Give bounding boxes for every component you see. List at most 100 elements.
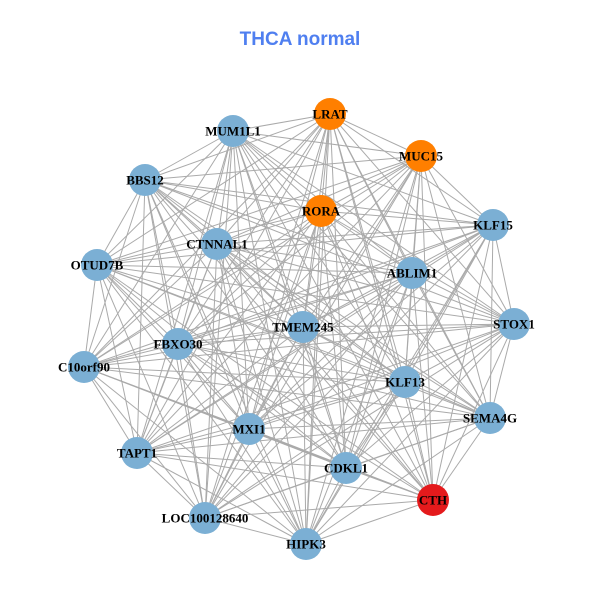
edge-TMEM245-FBXO30	[177, 326, 304, 345]
edge-CTH-LOC100128640	[204, 499, 434, 519]
edge-ABLIM1-MXI1	[248, 272, 413, 430]
node-MUC15[interactable]: MUC15	[399, 140, 444, 172]
edge-MUC15-CTH	[420, 155, 434, 501]
node-circle	[201, 228, 233, 260]
node-circle	[162, 328, 194, 360]
node-circle	[68, 351, 100, 383]
node-circle	[417, 484, 449, 516]
node-RORA[interactable]: RORA	[302, 195, 341, 227]
edge-KLF15-CDKL1	[345, 224, 494, 469]
edge-KLF13-MXI1	[248, 381, 406, 430]
edge-CTNNAL1-TMEM245	[216, 243, 304, 328]
edge-RORA-TAPT1	[136, 210, 322, 454]
node-KLF15[interactable]: KLF15	[473, 209, 513, 241]
node-CTH[interactable]: CTH	[417, 484, 449, 516]
node-label: CDKL1	[324, 461, 368, 476]
edge-CTNNAL1-STOX1	[216, 243, 515, 325]
edge-TAPT1-CTH	[136, 452, 434, 501]
edge-ABLIM1-C10orf90	[83, 272, 413, 368]
node-label: KLF13	[385, 375, 425, 390]
node-LRAT[interactable]: LRAT	[312, 98, 348, 130]
edge-STOX1-KLF13	[404, 323, 515, 383]
edge-MUM1L1-MUC15	[232, 130, 422, 157]
node-ABLIM1[interactable]: ABLIM1	[387, 257, 438, 289]
edge-STOX1-FBXO30	[177, 323, 515, 345]
edge-BBS12-OTUD7B	[96, 179, 146, 266]
edge-TMEM245-CTH	[302, 326, 434, 501]
node-label: MXI1	[232, 422, 265, 437]
edge-KLF15-LOC100128640	[204, 224, 494, 519]
edge-OTUD7B-LOC100128640	[96, 264, 206, 519]
edge-LRAT-CTH	[329, 113, 434, 501]
edge-TMEM245-HIPK3	[302, 326, 307, 545]
edge-SEMA4G-HIPK3	[305, 417, 491, 545]
node-LOC100128640[interactable]: LOC100128640	[162, 502, 249, 534]
edge-RORA-KLF13	[320, 210, 406, 383]
node-CTNNAL1[interactable]: CTNNAL1	[186, 228, 248, 260]
edge-ABLIM1-FBXO30	[177, 272, 413, 345]
node-SEMA4G[interactable]: SEMA4G	[463, 402, 517, 434]
edge-ABLIM1-HIPK3	[305, 272, 413, 545]
node-label: KLF15	[473, 218, 513, 233]
edge-KLF15-TAPT1	[136, 224, 494, 454]
node-KLF13[interactable]: KLF13	[385, 366, 425, 398]
edge-TAPT1-HIPK3	[136, 452, 307, 545]
node-label: MUC15	[399, 149, 444, 164]
node-circle	[330, 452, 362, 484]
edge-ABLIM1-TMEM245	[302, 272, 413, 328]
node-circle	[305, 195, 337, 227]
edges-layer	[83, 113, 515, 545]
edge-STOX1-C10orf90	[83, 323, 515, 368]
node-BBS12[interactable]: BBS12	[126, 164, 164, 196]
edge-ABLIM1-KLF13	[404, 272, 413, 383]
node-HIPK3[interactable]: HIPK3	[286, 528, 326, 560]
edge-CTNNAL1-KLF13	[216, 243, 406, 383]
edge-MUC15-KLF15	[420, 155, 494, 226]
edge-BBS12-HIPK3	[144, 179, 307, 545]
edge-BBS12-ABLIM1	[144, 179, 413, 274]
node-TMEM245[interactable]: TMEM245	[272, 311, 334, 343]
edge-STOX1-CDKL1	[345, 323, 515, 469]
edge-STOX1-CTH	[432, 323, 515, 501]
edge-TAPT1-CDKL1	[136, 452, 347, 469]
node-CDKL1[interactable]: CDKL1	[324, 452, 368, 484]
edge-BBS12-MXI1	[144, 179, 250, 430]
node-FBXO30[interactable]: FBXO30	[153, 328, 203, 360]
node-MUM1L1[interactable]: MUM1L1	[205, 115, 261, 147]
edge-CTNNAL1-SEMA4G	[216, 243, 491, 419]
edge-LRAT-RORA	[320, 113, 331, 212]
node-label: LRAT	[312, 107, 347, 122]
node-label: TAPT1	[117, 446, 157, 461]
edge-MUM1L1-CTNNAL1	[216, 130, 234, 245]
edge-MUC15-MXI1	[248, 155, 422, 430]
node-STOX1[interactable]: STOX1	[493, 308, 535, 340]
node-MXI1[interactable]: MXI1	[232, 413, 266, 445]
node-circle	[477, 209, 509, 241]
edge-MUC15-CDKL1	[345, 155, 422, 469]
edge-KLF15-OTUD7B	[96, 224, 494, 266]
node-label: CTH	[419, 493, 447, 508]
edge-FBXO30-C10orf90	[83, 343, 179, 368]
edge-FBXO30-KLF13	[177, 343, 406, 383]
node-circle	[498, 308, 530, 340]
edge-SEMA4G-MXI1	[248, 417, 491, 430]
edge-MUM1L1-BBS12	[144, 130, 234, 181]
node-C10orf90[interactable]: C10orf90	[58, 351, 110, 383]
node-TAPT1[interactable]: TAPT1	[117, 437, 157, 469]
edge-RORA-KLF15	[320, 210, 494, 226]
node-label: FBXO30	[153, 337, 202, 352]
node-circle	[129, 164, 161, 196]
node-circle	[396, 257, 428, 289]
node-label: HIPK3	[286, 537, 326, 552]
edge-MXI1-TAPT1	[136, 428, 250, 454]
edge-SEMA4G-TAPT1	[136, 417, 491, 454]
edge-STOX1-LOC100128640	[204, 323, 515, 519]
edge-KLF15-SEMA4G	[489, 224, 494, 419]
node-OTUD7B[interactable]: OTUD7B	[71, 249, 124, 281]
edge-CTNNAL1-C10orf90	[83, 243, 218, 368]
edge-MUM1L1-STOX1	[232, 130, 515, 325]
edge-ABLIM1-STOX1	[411, 272, 515, 325]
edge-MUM1L1-CDKL1	[232, 130, 347, 469]
node-label: TMEM245	[272, 320, 334, 335]
